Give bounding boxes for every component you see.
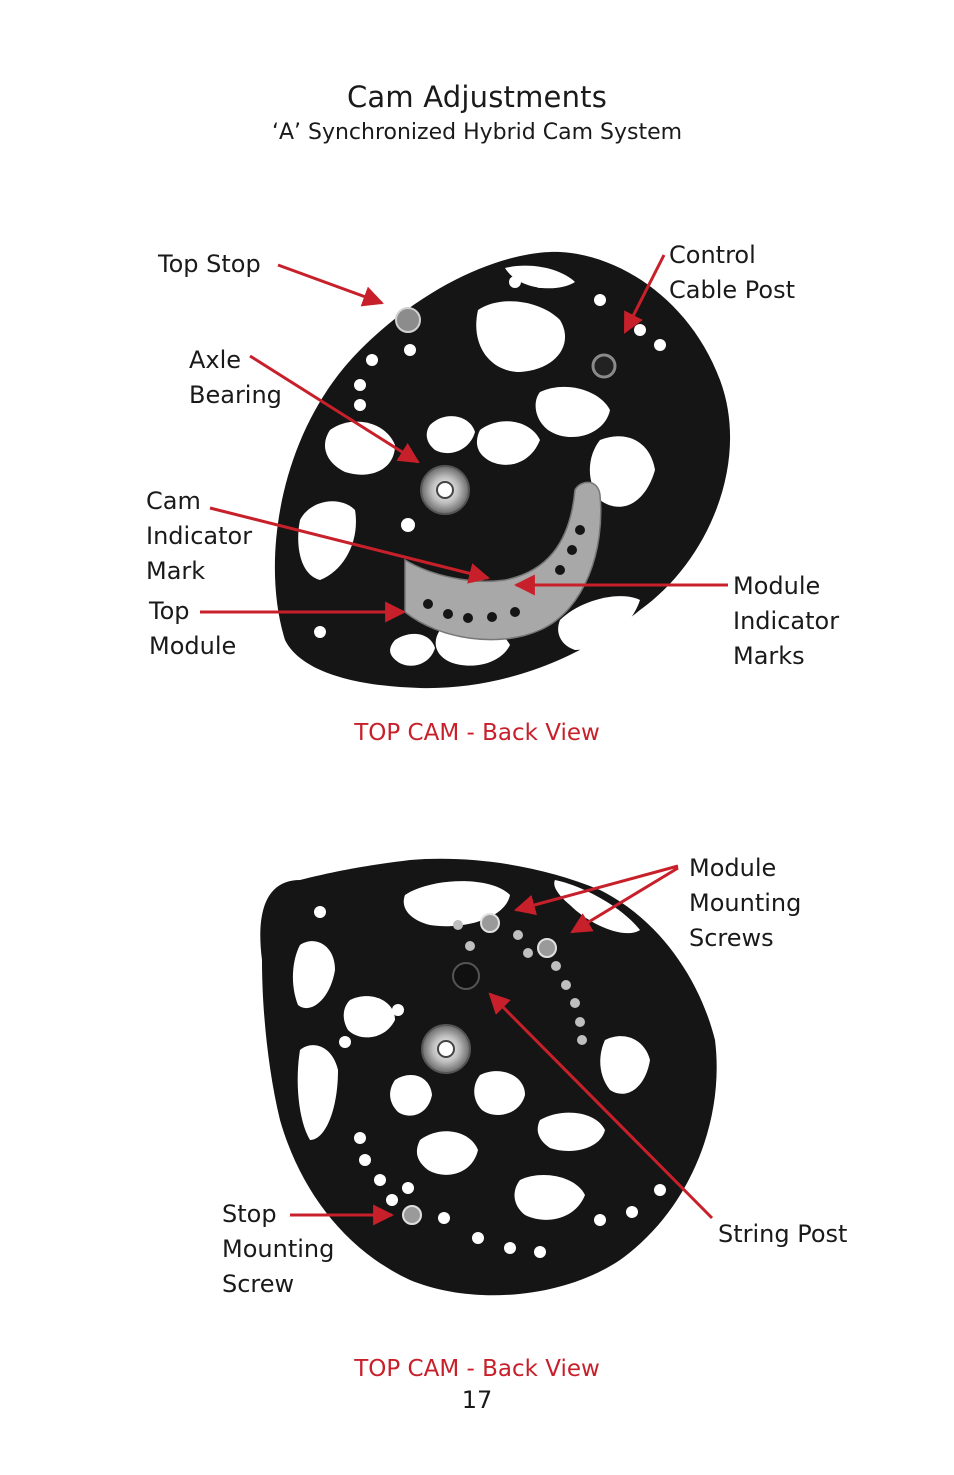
figure-2-caption: TOP CAM - Back View xyxy=(354,1356,600,1382)
arrow-string-post xyxy=(488,992,714,1220)
module-mounting-screw-2 xyxy=(537,938,557,958)
label-control-cable-post: Control Cable Post xyxy=(669,241,795,304)
page-subtitle: ‘A’ Synchronized Hybrid Cam System xyxy=(271,120,683,145)
figure-1-caption: TOP CAM - Back View xyxy=(354,720,600,746)
top-module xyxy=(404,481,602,641)
arrow-module-screw-1 xyxy=(513,864,679,916)
label-module-mounting-screws: Module Mounting Screws xyxy=(689,854,802,952)
stop-mounting-screw xyxy=(402,1205,422,1225)
arrow-axle-bearing xyxy=(249,354,420,464)
label-axle-bearing: Axle Bearing xyxy=(189,346,282,409)
cam-2-body xyxy=(260,858,717,1296)
label-module-indicator-marks: Module Indicator Marks xyxy=(733,572,840,670)
page-title: Cam Adjustments xyxy=(346,80,608,114)
label-string-post: String Post xyxy=(718,1220,848,1248)
page-number: 17 xyxy=(461,1386,493,1414)
arrow-top-stop xyxy=(277,263,384,307)
string-post xyxy=(452,962,480,990)
label-stop-mounting-screw: Stop Mounting Screw xyxy=(222,1200,335,1298)
control-cable-post xyxy=(591,353,617,379)
label-top-stop: Top Stop xyxy=(158,250,261,278)
label-cam-indicator-mark: Cam Indicator Mark xyxy=(146,487,253,585)
arrow-module-screw-2 xyxy=(570,866,679,934)
top-stop-post xyxy=(395,307,421,333)
arrow-cam-indicator-mark xyxy=(209,506,491,584)
label-top-module: Top Module xyxy=(149,597,237,660)
cam-1-body xyxy=(274,251,731,689)
arrow-control-cable-post xyxy=(623,254,666,334)
module-mounting-screw-1 xyxy=(480,913,500,933)
